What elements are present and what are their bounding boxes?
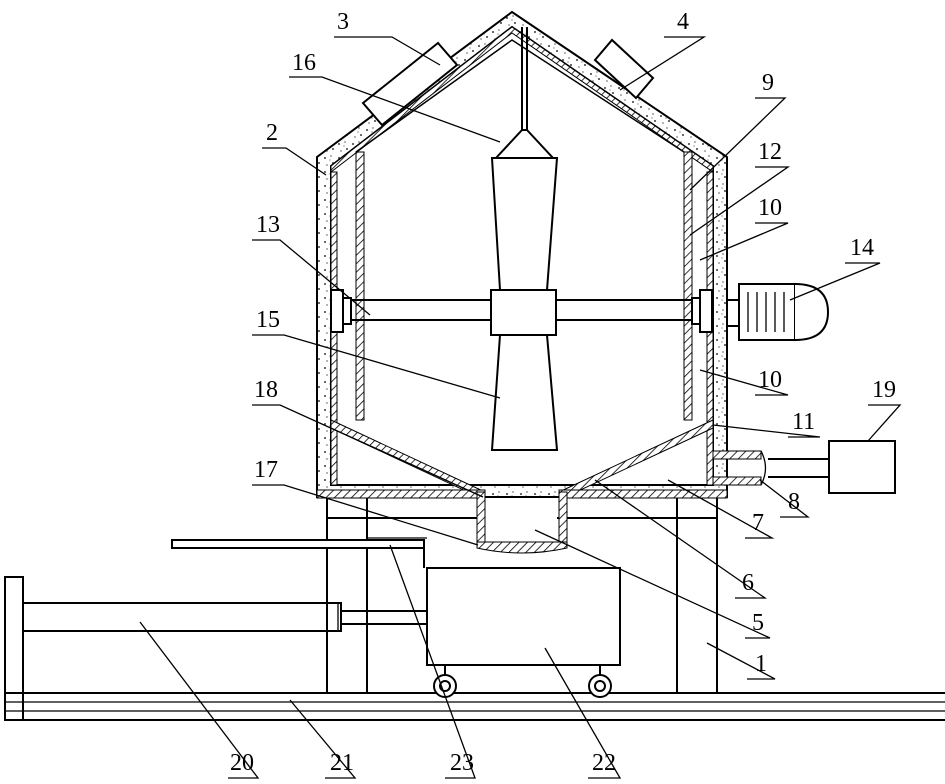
callout-13: 13 [256,212,280,238]
callout-21: 21 [330,750,354,776]
callout-5: 5 [752,610,764,636]
callout-15: 15 [256,307,280,333]
callout-10-upper: 10 [758,195,782,221]
callout-11: 11 [792,409,815,435]
callout-9: 9 [762,70,774,96]
drive-motor [727,284,828,340]
discharge-chute [172,540,424,568]
callout-16: 16 [292,50,316,76]
discharge-outlet [477,492,567,553]
callout-18: 18 [254,377,278,403]
callout-7: 7 [752,510,764,536]
callout-4: 4 [677,9,689,35]
heater-unit [829,441,895,493]
collection-cart [427,568,620,697]
callout-17: 17 [254,457,278,483]
heater-pipe [713,451,829,485]
callout-10-lower: 10 [758,367,782,393]
callout-6: 6 [742,570,754,596]
callout-3: 3 [337,9,349,35]
callout-19: 19 [872,377,896,403]
callout-20: 20 [230,750,254,776]
callout-22: 22 [592,750,616,776]
callout-8: 8 [788,489,800,515]
callout-2: 2 [266,120,278,146]
callout-23: 23 [450,750,474,776]
callout-14: 14 [850,235,874,261]
callout-12: 12 [758,139,782,165]
callout-1: 1 [755,651,767,677]
